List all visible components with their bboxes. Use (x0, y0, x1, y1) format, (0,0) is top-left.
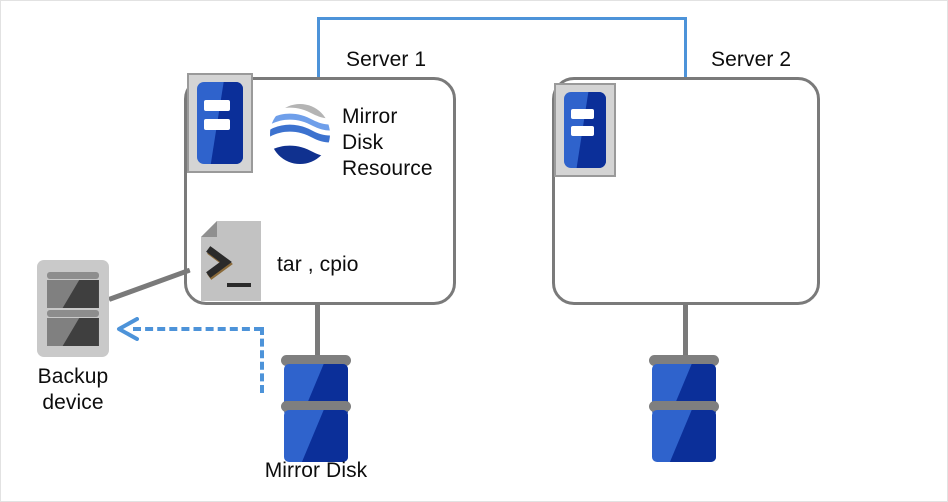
server-unit-bar-bottom (204, 118, 231, 130)
mirror-disk-label: Mirror Disk (264, 459, 368, 482)
backup-cap-top (47, 272, 99, 279)
backup-body-bottom (47, 318, 99, 346)
disk-cap-middle (649, 401, 719, 412)
disk-body-bottom (652, 410, 716, 462)
server2-label: Server 2 (711, 48, 792, 71)
mirror-disk-resource-label-line3: Resource (342, 157, 433, 180)
disk-cap-middle (281, 401, 351, 412)
disk-cap-top (281, 355, 351, 366)
mirror-disk-resource-label-line1: Mirror (342, 105, 398, 128)
script-terminal-icon (201, 221, 261, 301)
server2-disk-stack (649, 355, 719, 462)
backup-body-top (47, 280, 99, 308)
tar-cpio-label: tar , cpio (277, 253, 359, 276)
server-unit-bar-top (204, 100, 231, 111)
server-unit-body (564, 92, 606, 168)
server-unit-bar-top (570, 108, 595, 119)
server2-unit-icon (554, 83, 616, 177)
server-unit-bar-bottom (570, 126, 595, 137)
server-interconnect-link (317, 17, 687, 79)
backup-cap-middle (47, 310, 99, 317)
server1-unit-icon (187, 73, 253, 173)
script-to-backup-connector (108, 267, 191, 302)
server1-disk-connector (315, 305, 320, 361)
globe-mirror-icon (269, 103, 331, 165)
backup-device-icon (37, 260, 109, 357)
backup-device-label-line2: device (42, 391, 104, 414)
server-unit-body (197, 82, 243, 164)
backup-device-label-line1: Backup (37, 365, 109, 388)
disk-cap-top (649, 355, 719, 366)
server1-label: Server 1 (346, 48, 427, 71)
backup-flow-arrowhead (115, 317, 139, 341)
backup-flow-vertical (260, 327, 264, 393)
mirror-disk-stack (281, 355, 351, 462)
backup-flow-horizontal (133, 327, 262, 331)
mirror-disk-resource-label-line2: Disk (342, 131, 384, 154)
server2-disk-connector (683, 305, 688, 361)
disk-body-bottom (284, 410, 348, 462)
